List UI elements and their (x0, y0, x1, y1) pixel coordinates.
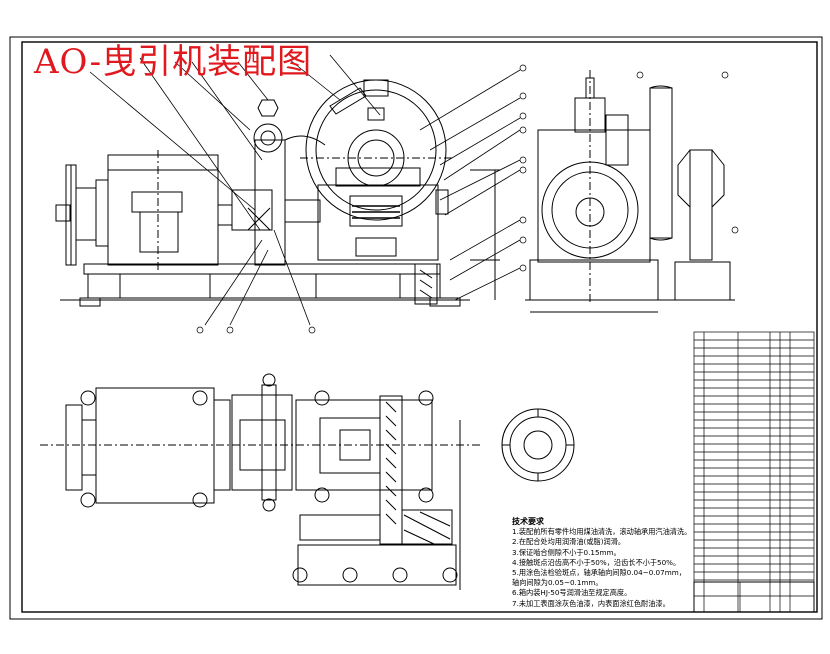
requirement-item: 轴向间隙为0.05~0.1mm。 (512, 578, 603, 588)
outer-border (9, 36, 823, 620)
leader-lines (89, 54, 521, 326)
requirement-item: 4.接触斑点沿齿高不小于50%，沿齿长不小于50%。 (512, 557, 681, 567)
drawing-title: AO-曳引机装配图 (34, 42, 313, 82)
inner-border (21, 41, 818, 613)
technical-requirements: 技术要求 1.装配前所有零件均用煤油清洗，滚动轴承用汽油清洗。 2.在配合处均用… (512, 517, 708, 609)
balloons (196, 64, 739, 334)
requirement-item: 6.箱内装HJ-50号润滑油至规定高度。 (512, 588, 632, 598)
requirement-item: 1.装配前所有零件均用煤油清洗，滚动轴承用汽油清洗。 (512, 527, 692, 537)
parts-list (693, 331, 815, 613)
front-view (55, 79, 500, 307)
side-view (525, 70, 735, 313)
plan-view (40, 373, 575, 590)
requirement-item: 3.保证啮合侧隙不小于0.15mm。 (512, 547, 621, 557)
requirement-item: 2.在配合处均用润滑油(或脂)润滑。 (512, 537, 626, 547)
requirement-item: 7.未加工表面涂灰色油漆，内表面涂红色耐油漆。 (512, 598, 670, 608)
technical-requirements-heading: 技术要求 (512, 517, 544, 526)
requirement-item: 5.用涂色法检验斑点，轴承轴向间隙0.04~0.07mm， (512, 568, 686, 578)
